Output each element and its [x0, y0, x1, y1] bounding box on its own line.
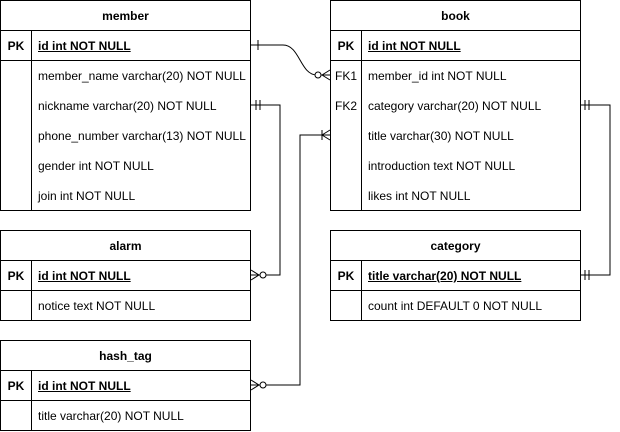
book-column-likes[interactable]: likes int NOT NULL: [368, 189, 471, 203]
hash-tag-column-id[interactable]: id int NOT NULL: [38, 379, 131, 393]
category-column-count[interactable]: count int DEFAULT 0 NOT NULL: [368, 299, 543, 313]
alarm-column-notice[interactable]: notice text NOT NULL: [38, 299, 156, 313]
category-table[interactable]: category PK title varchar(20) NOT NULL co…: [330, 230, 581, 321]
category-table-title: category: [331, 231, 580, 261]
book-row-2-key: FK2: [334, 99, 357, 113]
member-table[interactable]: member PK id int NOT NULL member_name var…: [0, 0, 251, 211]
member-column-id[interactable]: id int NOT NULL: [38, 39, 131, 53]
member-pk-section: [1, 31, 250, 61]
member-key-divider: [31, 31, 32, 210]
book-column-introduction[interactable]: introduction text NOT NULL: [368, 159, 516, 173]
member-column-phone-number[interactable]: phone_number varchar(13) NOT NULL: [38, 129, 246, 143]
category-key-divider: [361, 261, 362, 320]
relationship-hashtag-book[interactable]: [250, 129, 331, 391]
category-pk-section: [331, 261, 580, 291]
member-column-member-name[interactable]: member_name varchar(20) NOT NULL: [38, 69, 246, 83]
hash-tag-column-title[interactable]: title varchar(20) NOT NULL: [38, 409, 184, 423]
member-column-join[interactable]: join int NOT NULL: [38, 189, 136, 203]
alarm-table-title: alarm: [1, 231, 250, 261]
book-column-category[interactable]: category varchar(20) NOT NULL: [368, 99, 542, 113]
hash-tag-pk-section: [1, 371, 250, 401]
hash-tag-row-0-key: PK: [7, 379, 25, 393]
book-column-title[interactable]: title varchar(30) NOT NULL: [368, 129, 514, 143]
alarm-column-id[interactable]: id int NOT NULL: [38, 269, 131, 283]
book-key-divider: [361, 31, 362, 210]
member-column-nickname[interactable]: nickname varchar(20) NOT NULL: [38, 99, 217, 113]
member-row-0-key: PK: [7, 39, 25, 53]
member-table-title: member: [1, 1, 250, 31]
category-column-title[interactable]: title varchar(20) NOT NULL: [368, 269, 522, 283]
book-column-id[interactable]: id int NOT NULL: [368, 39, 461, 53]
book-column-member-id[interactable]: member_id int NOT NULL: [368, 69, 507, 83]
alarm-row-0-key: PK: [7, 269, 25, 283]
relationship-member-alarm[interactable]: [250, 100, 281, 281]
category-row-0-key: PK: [337, 269, 355, 283]
alarm-key-divider: [31, 261, 32, 320]
book-pk-section: [331, 31, 580, 61]
hash-tag-table[interactable]: hash_tag PK id int NOT NULL title varchar…: [0, 340, 251, 431]
book-table-title: book: [331, 1, 580, 31]
hash-tag-table-title: hash_tag: [1, 341, 250, 371]
member-column-gender[interactable]: gender int NOT NULL: [38, 159, 154, 173]
relationship-book-category[interactable]: [581, 100, 611, 280]
alarm-pk-section: [1, 261, 250, 291]
alarm-table[interactable]: alarm PK id int NOT NULL notice text NOT …: [0, 230, 251, 321]
book-row-0-key: PK: [337, 39, 355, 53]
relationship-member-book[interactable]: [251, 40, 331, 81]
book-table[interactable]: book PK id int NOT NULL FK1 member_id int …: [330, 0, 581, 211]
hash-tag-key-divider: [31, 371, 32, 430]
book-row-1-key: FK1: [334, 69, 357, 83]
